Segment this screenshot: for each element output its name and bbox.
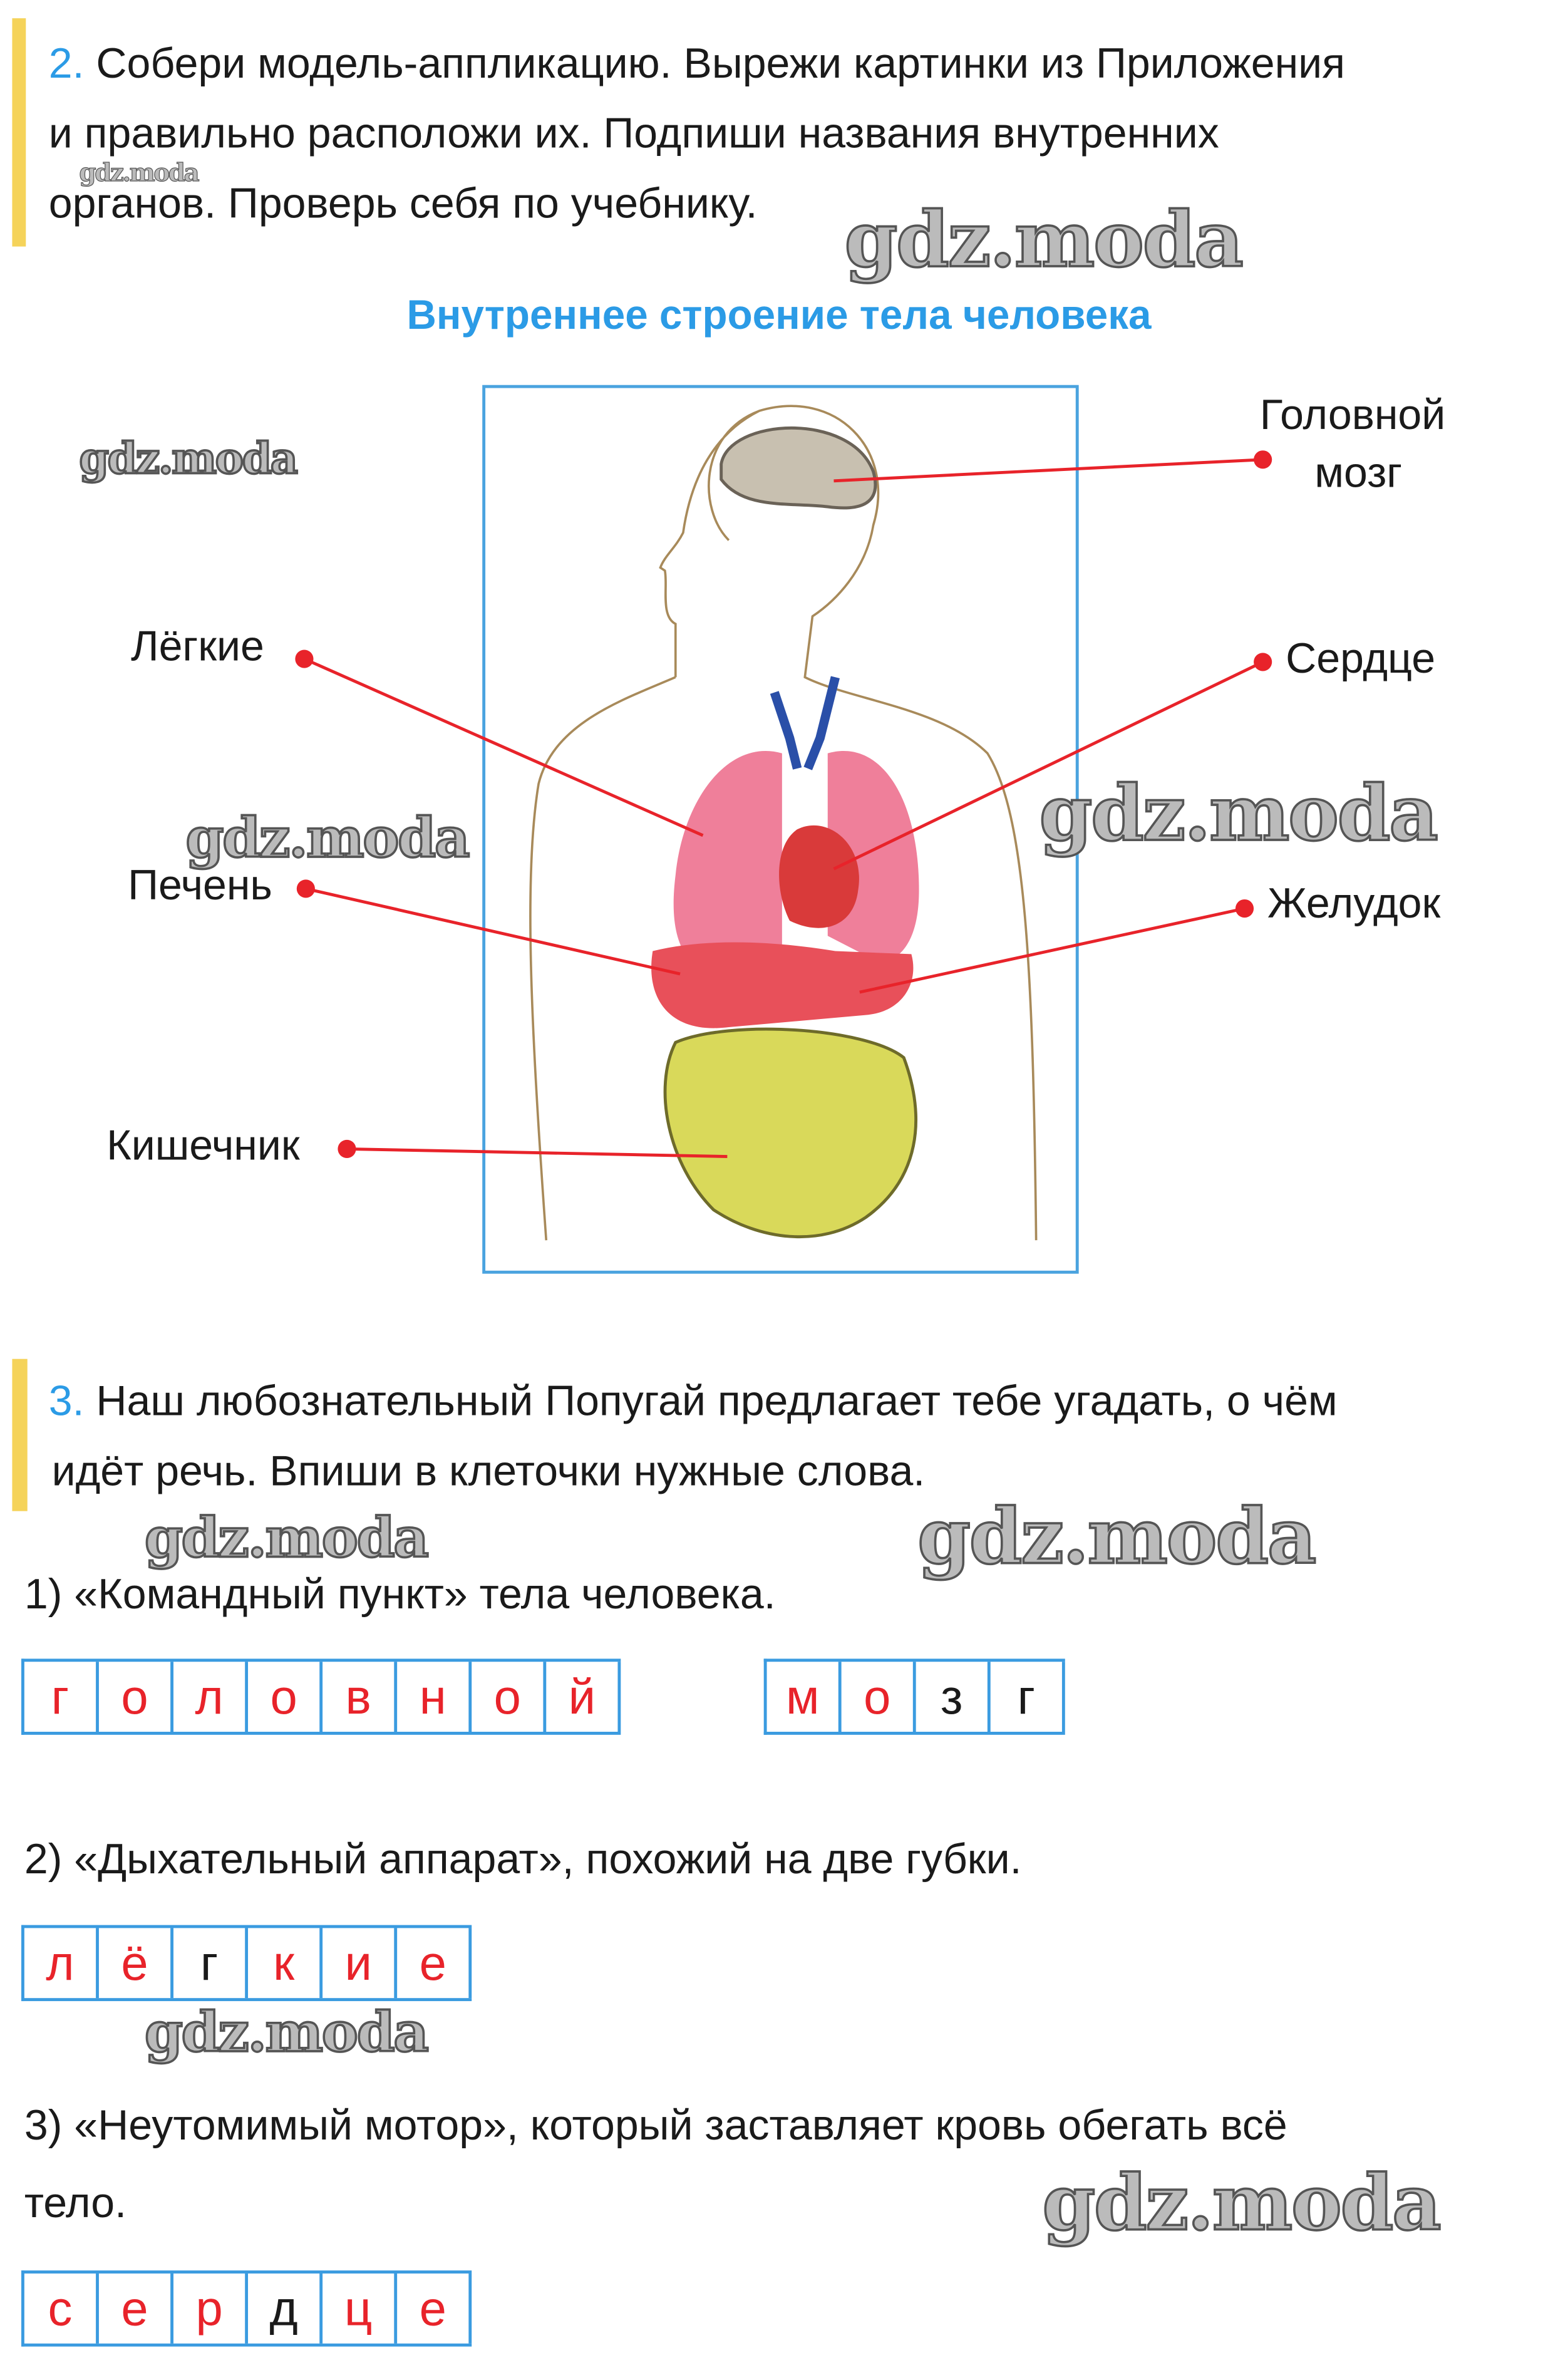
letter-cell[interactable]: ё <box>99 1928 173 1999</box>
letter-cell[interactable]: г <box>991 1662 1065 1732</box>
pointer-lungs <box>303 657 704 837</box>
letter-cell[interactable]: о <box>842 1662 916 1732</box>
dot-brain <box>1254 450 1272 469</box>
task2-marker-bar <box>12 18 26 247</box>
watermark: gdz.moda <box>1038 767 1440 859</box>
label-brain-2: мозг <box>1314 448 1403 497</box>
watermark: gdz.moda <box>916 1490 1318 1582</box>
pointer-stomach <box>859 907 1246 994</box>
liver-stomach-shape <box>651 942 914 1028</box>
letter-cell[interactable]: г <box>24 1662 99 1732</box>
pointer-heart <box>833 660 1264 871</box>
task3-line-2: идёт речь. Впиши в клеточки нужные слова… <box>51 1447 926 1494</box>
watermark: gdz.moda <box>1041 2156 1443 2248</box>
letter-cell[interactable]: с <box>24 2273 99 2344</box>
intestine-shape <box>663 1027 918 1239</box>
figure-title: Внутреннее строение тела человека <box>406 292 1152 338</box>
anatomy-figure <box>482 385 1079 1274</box>
label-intestine: Кишечник <box>106 1121 300 1169</box>
question-2: 2) «Дыхательный аппарат», похожий на две… <box>24 1835 1022 1883</box>
letter-cell[interactable]: й <box>546 1662 621 1732</box>
heart-shape <box>779 825 859 928</box>
task2-line-2: и правильно расположи их. Подпиши назван… <box>48 109 1219 157</box>
watermark: gdz.moda <box>185 805 472 872</box>
letter-cell[interactable]: ц <box>322 2273 398 2344</box>
letter-cell[interactable]: о <box>248 1662 323 1732</box>
watermark: gdz.moda <box>79 158 200 187</box>
watermark: gdz.moda <box>143 1506 430 1572</box>
pointer-liver <box>305 887 681 976</box>
letter-cell[interactable]: о <box>472 1662 547 1732</box>
task3-number: 3. <box>48 1377 85 1425</box>
task2-line-1: 2. Собери модель-аппликацию. Вырежи карт… <box>49 29 1345 99</box>
task3-marker-bar <box>12 1358 28 1511</box>
letter-cell[interactable]: д <box>248 2273 323 2344</box>
task2-number: 2. <box>48 39 85 87</box>
pointer-intestine <box>346 1147 728 1159</box>
dot-stomach <box>1235 899 1254 918</box>
question-3-line-1: 3) «Неутомимый мотор», который заставляе… <box>24 2101 1287 2149</box>
question-3-line-2: тело. <box>24 2179 127 2227</box>
left-lung-shape <box>673 750 782 975</box>
letter-cell[interactable]: н <box>397 1662 472 1732</box>
pointer-brain <box>833 458 1263 483</box>
letter-cell[interactable]: р <box>173 2273 249 2344</box>
letter-cell[interactable]: м <box>767 1662 842 1732</box>
letter-cell[interactable]: г <box>173 1928 249 1999</box>
watermark: gdz.moda <box>78 433 299 485</box>
pointer-lines <box>303 458 1264 1159</box>
letter-cell[interactable]: з <box>916 1662 991 1732</box>
task3-line-1: 3. Наш любознательный Попугай предлагает… <box>49 1367 1338 1437</box>
task2-line-3: органов. Проверь себя по учебнику. <box>48 179 758 227</box>
blood-vessels <box>770 676 840 770</box>
letter-cell[interactable]: в <box>322 1662 398 1732</box>
label-heart: Сердце <box>1286 634 1436 682</box>
dot-intestine <box>338 1139 356 1159</box>
task3-text: Наш любознательный Попугай предлагает те… <box>96 1377 1338 1425</box>
letter-cell[interactable]: к <box>248 1928 323 1999</box>
letter-cell[interactable]: е <box>397 2273 472 2344</box>
task2-text: Собери модель-аппликацию. Вырежи картинк… <box>96 39 1346 87</box>
letter-cell[interactable]: е <box>99 2273 173 2344</box>
body-outline <box>529 405 1038 1241</box>
human-body-illustration <box>529 405 1038 1241</box>
letter-cell[interactable]: л <box>24 1928 99 1999</box>
watermark: gdz.moda <box>143 2000 430 2066</box>
letter-cell[interactable]: л <box>173 1662 249 1732</box>
letter-cell[interactable]: и <box>322 1928 398 1999</box>
dot-liver <box>296 879 315 898</box>
dot-heart <box>1254 653 1272 671</box>
label-liver: Печень <box>128 861 272 909</box>
watermark: gdz.moda <box>843 194 1245 286</box>
letter-cell[interactable]: е <box>397 1928 472 1999</box>
label-brain-1: Головной <box>1259 391 1446 438</box>
label-lungs: Лёгкие <box>130 622 264 670</box>
question-1: 1) «Командный пункт» тела человека. <box>24 1570 776 1618</box>
letter-cell[interactable]: о <box>99 1662 173 1732</box>
brain-shape <box>720 426 877 510</box>
label-stomach: Желудок <box>1267 879 1441 927</box>
dot-lungs <box>295 649 314 668</box>
